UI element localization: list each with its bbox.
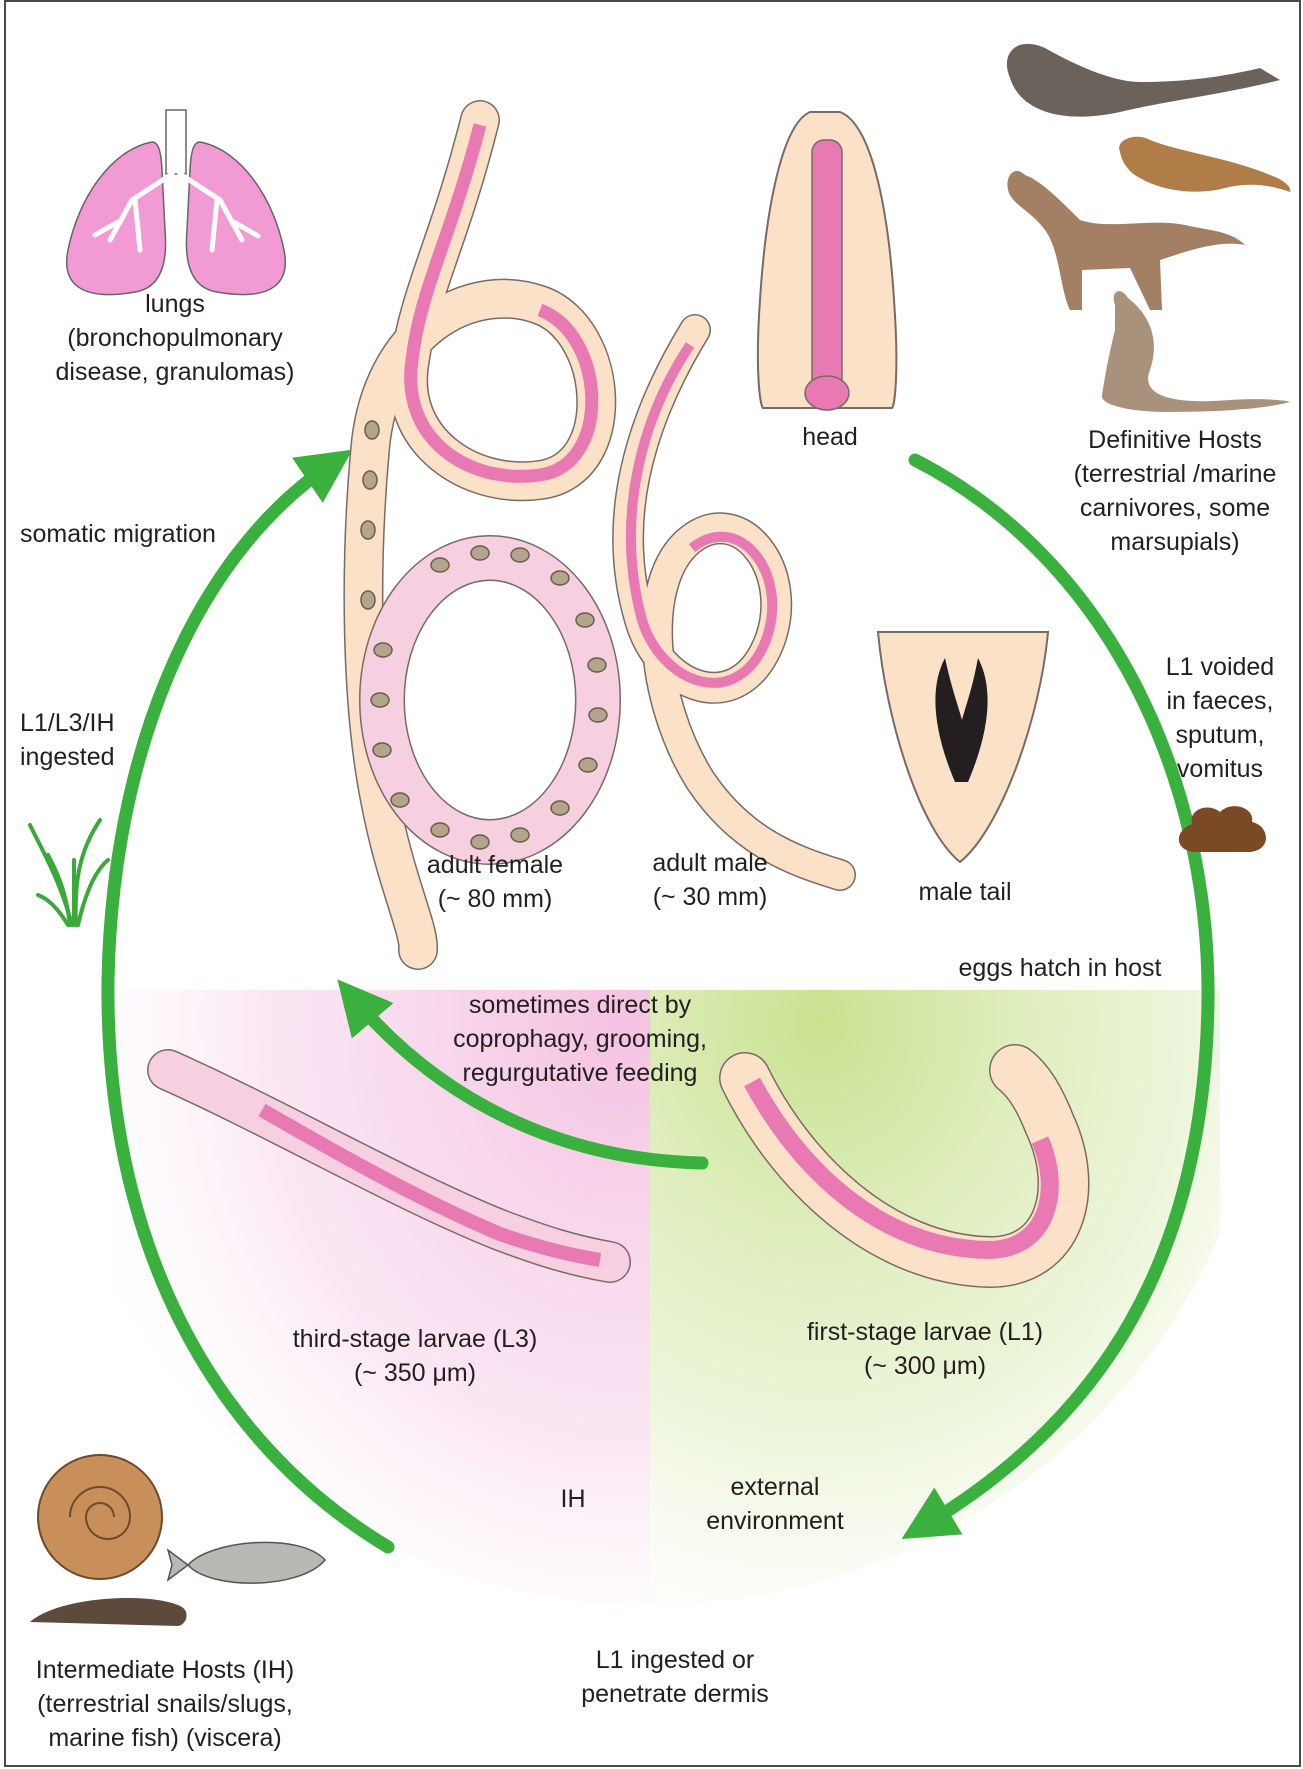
male-tail-label: male tail	[895, 875, 1035, 909]
eggs-hatch-label: eggs hatch in host	[945, 951, 1175, 985]
l1-line: first-stage larvae (L1)	[785, 1315, 1065, 1349]
l1-line: (~ 300 μm)	[785, 1349, 1065, 1383]
direct-transmission-label: sometimes direct by coprophagy, grooming…	[440, 988, 720, 1090]
adult-male-label: adult male (~ 30 mm)	[625, 846, 795, 914]
intermediate-hosts-line: Intermediate Hosts (IH)	[20, 1653, 310, 1687]
l1-voided-line: in faeces,	[1150, 684, 1290, 718]
somatic-migration-label: somatic migration	[20, 517, 216, 551]
adult-female-worm	[361, 120, 607, 950]
definitive-hosts-label: Definitive Hosts (terrestrial /marine ca…	[1050, 423, 1300, 559]
ingested-line: ingested	[20, 740, 115, 774]
wallaby-icon	[1102, 291, 1290, 412]
male-tail-illustration	[878, 632, 1048, 862]
l1-ingested-label: L1 ingested or penetrate dermis	[570, 1643, 780, 1711]
grass-icon	[30, 820, 108, 925]
intermediate-hosts-line: marine fish) (viscera)	[20, 1721, 310, 1755]
ingested-label: L1/L3/IH ingested	[20, 706, 115, 774]
adult-female-line: adult female	[405, 848, 585, 882]
definitive-hosts-line: (terrestrial /marine	[1050, 457, 1300, 491]
direct-line: coprophagy, grooming,	[440, 1022, 720, 1056]
l3-label: third-stage larvae (L3) (~ 350 μm)	[270, 1322, 560, 1390]
head-illustration	[758, 112, 896, 410]
definitive-hosts-line: carnivores, some	[1050, 491, 1300, 525]
adult-male-worm	[628, 330, 840, 875]
ih-zone-label: IH	[548, 1482, 598, 1516]
snail-icon	[38, 1455, 162, 1579]
direct-line: sometimes direct by	[440, 988, 720, 1022]
external-environment-label: external environment	[690, 1470, 860, 1538]
seal-icon	[1007, 44, 1280, 117]
fish-icon	[168, 1542, 325, 1583]
lungs-label-line: lungs	[50, 287, 300, 321]
weasel-icon	[1119, 137, 1290, 192]
l3-line: third-stage larvae (L3)	[270, 1322, 560, 1356]
lungs-label-line: disease, granulomas)	[50, 355, 300, 389]
l1-voided-line: L1 voided	[1150, 650, 1290, 684]
l1-voided-line: sputum,	[1150, 718, 1290, 752]
l1-ingested-line: penetrate dermis	[570, 1677, 780, 1711]
intermediate-hosts-label: Intermediate Hosts (IH) (terrestrial sna…	[20, 1653, 310, 1755]
l1-ingested-line: L1 ingested or	[570, 1643, 780, 1677]
lungs-label-line: (bronchopulmonary	[50, 321, 300, 355]
slug-icon	[30, 1598, 187, 1626]
adult-male-line: (~ 30 mm)	[625, 880, 795, 914]
ingested-line: L1/L3/IH	[20, 706, 115, 740]
external-line: environment	[690, 1504, 860, 1538]
lungs-icon	[67, 110, 286, 295]
l1-voided-label: L1 voided in faeces, sputum, vomitus	[1150, 650, 1290, 786]
l1-label: first-stage larvae (L1) (~ 300 μm)	[785, 1315, 1065, 1383]
definitive-hosts-line: Definitive Hosts	[1050, 423, 1300, 457]
head-label: head	[770, 420, 890, 454]
intermediate-hosts-line: (terrestrial snails/slugs,	[20, 1687, 310, 1721]
external-line: external	[690, 1470, 860, 1504]
l1-voided-line: vomitus	[1150, 752, 1290, 786]
faeces-icon	[1179, 806, 1266, 852]
adult-male-line: adult male	[625, 846, 795, 880]
dog-icon	[1007, 171, 1245, 310]
definitive-hosts-line: marsupials)	[1050, 525, 1300, 559]
lungs-label: lungs (bronchopulmonary disease, granulo…	[50, 287, 300, 389]
adult-female-line: (~ 80 mm)	[405, 882, 585, 916]
l3-line: (~ 350 μm)	[270, 1356, 560, 1390]
direct-line: regurgutative feeding	[440, 1056, 720, 1090]
adult-female-label: adult female (~ 80 mm)	[405, 848, 585, 916]
